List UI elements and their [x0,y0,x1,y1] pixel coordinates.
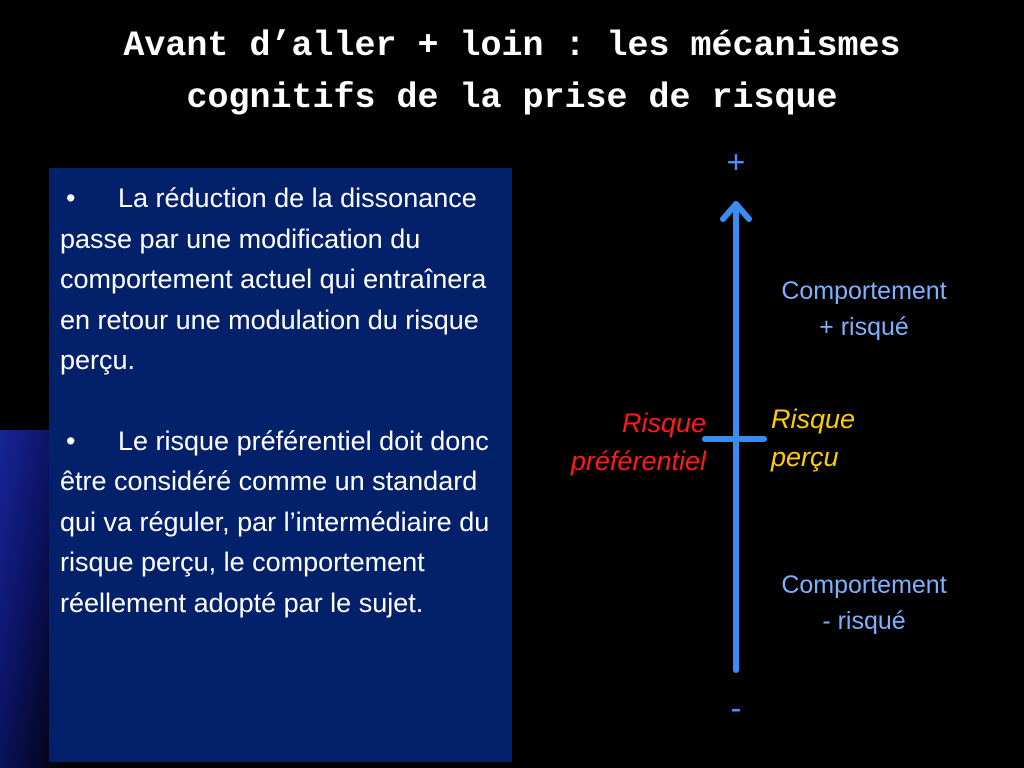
label-risque-preferentiel: Risque préférentiel [520,404,706,480]
label-line: Comportement [781,277,947,305]
risk-axis-diagram [702,201,767,673]
axis-bottom-symbol: - [730,690,742,726]
axis-top-symbol: + [726,144,746,180]
label-line: Risque [621,408,706,438]
slide-title-line-2: cognitifs de la prise de risque [186,78,838,118]
axis-arrowhead-icon [720,201,752,222]
label-comportement-moins-risque: Comportement - risqué [756,567,972,639]
label-line: - risqué [822,607,906,635]
label-line: Risque [771,404,856,434]
label-line: préférentiel [570,446,706,476]
bullet-text: La réduction de la dissonance passe par … [60,183,487,375]
label-line: perçu [771,442,839,472]
label-line: + risqué [819,313,909,341]
bullet-item-2: •Le risque préférentiel doit donc être c… [60,421,504,624]
label-line: Comportement [781,571,947,599]
bullet-marker: • [66,183,76,213]
label-comportement-plus-risque: Comportement + risqué [756,273,972,345]
bullet-marker: • [66,425,76,456]
slide-title-line-1: Avant d’aller + loin : les mécanismes [123,26,901,66]
bullet-item-1: •La réduction de la dissonance passe par… [60,178,504,381]
label-risque-percu: Risque perçu [771,400,931,476]
bullet-text: Le risque préférentiel doit donc être co… [60,425,490,618]
bullet-text-box: •La réduction de la dissonance passe par… [49,168,512,762]
slide-title: Avant d’aller + loin : les mécanismes co… [0,20,1024,124]
